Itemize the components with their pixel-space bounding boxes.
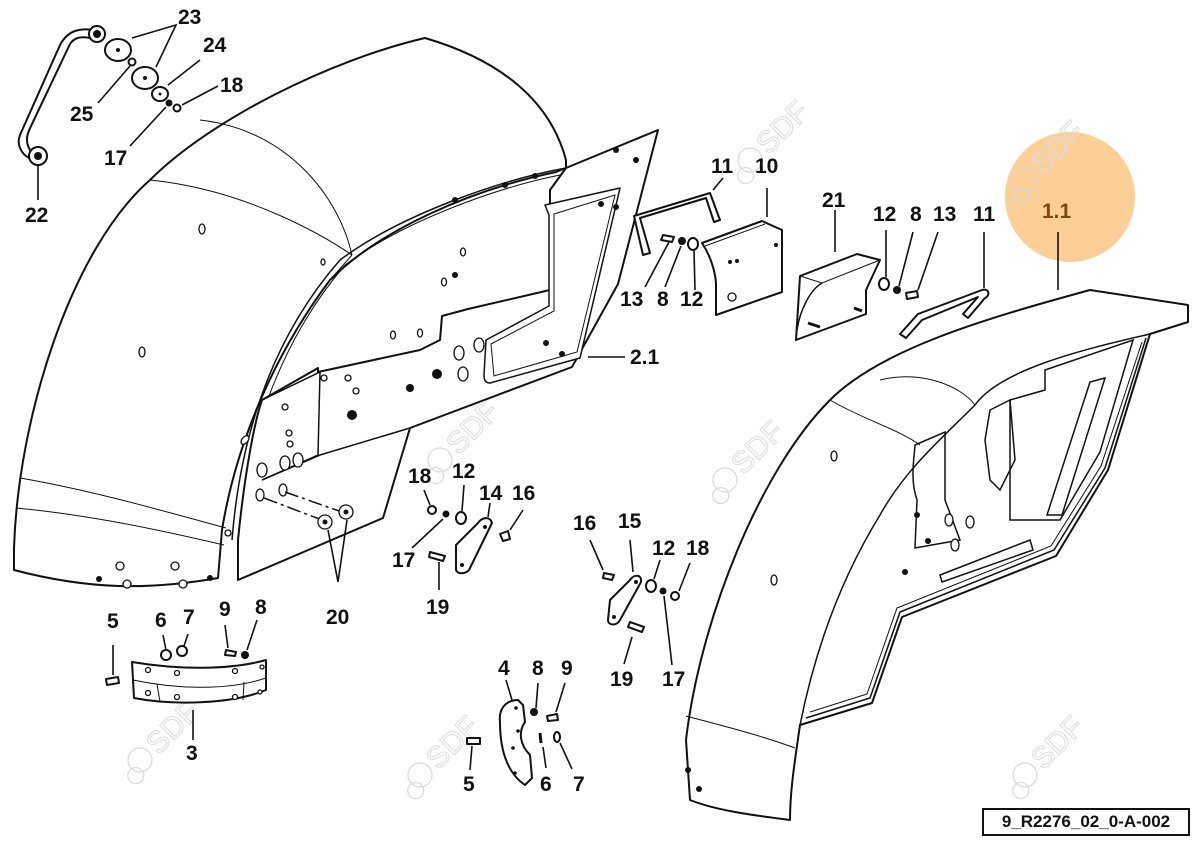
label-12: 12	[873, 203, 896, 226]
part-7-nut-right	[553, 731, 573, 770]
part-24-washer	[151, 59, 201, 102]
label-15: 15	[618, 510, 642, 533]
label-18: 18	[220, 74, 244, 97]
label-9: 9	[219, 598, 231, 621]
label-17: 17	[662, 668, 685, 691]
label-6: 6	[540, 773, 552, 796]
label-5: 5	[463, 773, 475, 796]
part-9-screw-right	[546, 682, 566, 722]
right-fender-1-1[interactable]	[685, 232, 1189, 821]
part-5-screw-left	[105, 645, 120, 686]
part-13-bolt-left	[644, 234, 675, 288]
label-24: 24	[203, 34, 227, 57]
label-8: 8	[910, 203, 922, 226]
callout-labels: 23 24 18 25 17 22 11 10 13 8 12 21 12 8 …	[25, 6, 1072, 796]
part-17-lockwasher-right	[659, 587, 673, 666]
part-4-trim-plate	[498, 679, 533, 786]
part-12-washer-right	[878, 230, 890, 291]
part-17-lockwasher-mid	[411, 510, 450, 549]
part-18-nut-right	[670, 562, 691, 601]
part-21-cover-plate	[795, 210, 881, 341]
part-19-bolt-right	[623, 621, 645, 665]
label-2-1: 2.1	[630, 346, 660, 369]
part-8-washer-lowright	[530, 682, 539, 716]
label-23: 23	[178, 6, 201, 29]
label-12: 12	[452, 460, 475, 483]
label-8: 8	[532, 657, 544, 680]
part-19-bolt-mid	[428, 551, 446, 590]
part-18-nut-mid	[423, 489, 437, 515]
part-22-grab-handle	[17, 25, 106, 200]
label-13: 13	[933, 203, 956, 226]
part-3-trim-plate	[131, 659, 267, 740]
svg-text:SDF: SDF	[1025, 710, 1091, 776]
label-8: 8	[657, 288, 669, 311]
part-9-screw-left	[224, 624, 237, 657]
label-1-1-highlighted[interactable]: 1.1	[1042, 200, 1072, 223]
highlight-circle	[1005, 132, 1135, 262]
part-16-bolt-right	[589, 539, 615, 581]
label-12: 12	[652, 537, 675, 560]
part-12-washer-left	[687, 237, 699, 291]
part-11-handle-left	[633, 177, 724, 256]
label-9: 9	[561, 657, 573, 680]
label-11: 11	[711, 155, 734, 178]
part-6-washer-left	[160, 634, 172, 661]
label-21: 21	[822, 189, 846, 212]
label-16: 16	[512, 482, 535, 505]
part-13-bolt-right	[905, 231, 939, 300]
label-11: 11	[973, 203, 996, 226]
label-8: 8	[255, 596, 267, 619]
part-25-nut	[97, 57, 137, 104]
part-18-nut-top	[172, 85, 219, 113]
label-12: 12	[680, 288, 703, 311]
watermark-logo: SDF	[1012, 709, 1091, 800]
label-19: 19	[426, 596, 449, 619]
label-13: 13	[620, 288, 643, 311]
label-16: 16	[573, 512, 596, 535]
label-7: 7	[183, 606, 195, 629]
label-6: 6	[155, 609, 167, 632]
part-20-spacers	[317, 504, 354, 583]
part-14-bracket-plate	[455, 502, 493, 575]
part-11-handle-right	[899, 232, 990, 339]
part-15-bracket-plate	[607, 539, 643, 626]
part-5-screw-right	[466, 737, 481, 771]
label-18: 18	[686, 537, 710, 560]
part-12-washer-mid	[455, 484, 467, 525]
part-8-washer-lowleft	[241, 619, 258, 659]
label-14: 14	[479, 482, 503, 505]
part-8-washer-right	[893, 231, 914, 294]
part-10-cover	[701, 188, 783, 316]
part-23-pads	[104, 23, 178, 90]
part-12-washer-right-low	[645, 559, 661, 593]
part-8-washer-left	[664, 237, 686, 288]
label-5: 5	[107, 610, 119, 633]
label-18: 18	[408, 465, 432, 488]
inner-side-panel-2-1	[237, 129, 659, 581]
label-19: 19	[610, 668, 633, 691]
label-7: 7	[573, 773, 585, 796]
label-10: 10	[755, 155, 778, 178]
label-20: 20	[326, 606, 349, 629]
part-16-bolt-mid	[499, 509, 524, 542]
left-fender	[13, 37, 567, 589]
svg-text:SDF: SDF	[750, 95, 816, 161]
label-17: 17	[104, 147, 127, 170]
diagram-reference-code: 9_R2276_02_0-A-002	[982, 808, 1190, 836]
part-6-pin	[538, 732, 547, 769]
part-17-lockwasher-top	[129, 99, 173, 147]
label-25: 25	[70, 103, 94, 126]
label-22: 22	[25, 204, 48, 227]
part-7-nut-left	[176, 633, 189, 657]
label-4: 4	[498, 657, 510, 680]
label-3: 3	[186, 742, 198, 765]
label-17: 17	[392, 549, 415, 572]
